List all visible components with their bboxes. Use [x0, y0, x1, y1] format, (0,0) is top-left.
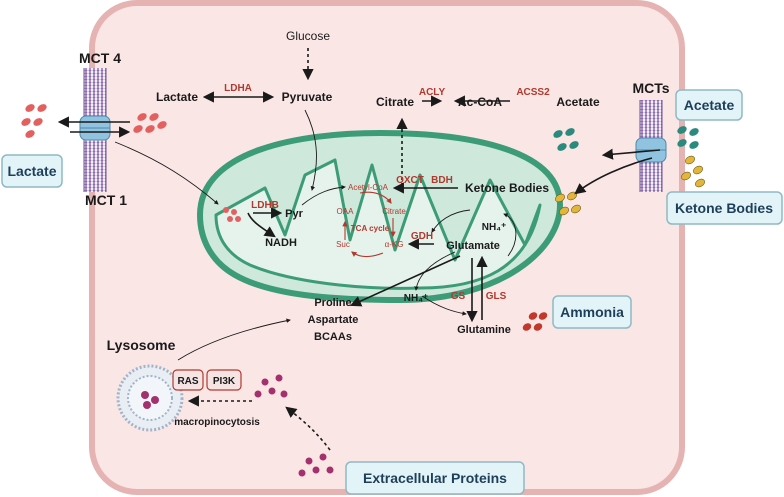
glucose-label: Glucose: [286, 29, 330, 43]
ras-label: RAS: [177, 376, 198, 387]
protein-particles: [254, 374, 334, 477]
mitochondrion: [196, 129, 564, 304]
lactate-cyto-label: Lactate: [156, 90, 198, 104]
lactate-particles-outside: [21, 104, 47, 138]
akg-label: α-KG: [385, 240, 404, 249]
macropinocytosis-label: macropinocytosis: [174, 417, 260, 428]
mct4-label: MCT 4: [79, 50, 121, 66]
acetyl-coa-label: Acetyl-CoA: [348, 183, 389, 192]
ketone-inner-label: Ketone Bodies: [465, 181, 549, 195]
suc-label: Suc: [336, 240, 350, 249]
ketone-bodies-box-label: Ketone Bodies: [675, 200, 773, 216]
tca-cycle-label: TCA cycle: [351, 224, 390, 233]
pyruvate-label: Pyruvate: [282, 90, 333, 104]
mct-channel-left: [79, 68, 111, 192]
lysosome: [116, 364, 184, 432]
ammonia-box-label: Ammonia: [560, 304, 624, 320]
gs-label: GS: [451, 291, 466, 302]
gls-label: GLS: [486, 291, 507, 302]
ras-box: [172, 369, 204, 391]
oaa-label: OAA: [337, 207, 355, 216]
lactate-box-label: Lactate: [7, 163, 56, 179]
glutamate-label: Glutamate: [446, 240, 500, 252]
ammonia-particles: [522, 312, 548, 331]
ammonia-box: [552, 295, 632, 329]
acly-label: ACLY: [419, 87, 446, 98]
pyr-label: Pyr: [285, 208, 303, 220]
gdh-label: GDH: [411, 231, 433, 242]
acss2-label: ACSS2: [516, 87, 550, 98]
mct-channel-right: [635, 100, 667, 192]
extracellular-proteins-box: [345, 461, 525, 495]
acetate-particles: [553, 126, 699, 151]
citrate-label: Citrate: [376, 95, 414, 109]
mct1-label: MCT 1: [85, 192, 127, 208]
ldha-label: LDHA: [224, 83, 252, 94]
glutamine-label: Glutamine: [457, 324, 511, 336]
proline-label: Proline: [314, 297, 351, 309]
citrate-inner-label: Citrate: [382, 207, 406, 216]
mcts-label: MCTs: [632, 80, 669, 96]
lactate-particles-inside: [133, 113, 167, 133]
acetate-box-label: Acetate: [684, 97, 735, 113]
lactate-particles-mito: [223, 207, 241, 222]
pi3k-label: PI3K: [213, 376, 236, 387]
extracellular-proteins-box-label: Extracellular Proteins: [363, 470, 507, 486]
acetate-cyto-label: Acetate: [556, 95, 600, 109]
nh4-low-label: NH₄⁺: [404, 293, 429, 304]
acetate-box: [675, 89, 743, 121]
lactate-box: [1, 154, 63, 188]
lysosome-label: Lysosome: [107, 337, 176, 353]
pi3k-box: [206, 369, 242, 391]
nadh-label: NADH: [265, 237, 297, 249]
nh4-top-label: NH₄⁺: [482, 222, 507, 233]
ketone-bodies-box: [666, 191, 783, 225]
pathway-arrows: [57, 48, 661, 451]
oxct-label: OXCT: [396, 175, 424, 186]
ldhb-label: LDHB: [251, 200, 279, 211]
ac-coa-label: Ac-CoA: [458, 95, 502, 109]
bcaas-label: BCAAs: [314, 331, 352, 343]
aspartate-label: Aspartate: [308, 314, 359, 326]
bdh-label: BDH: [431, 175, 453, 186]
